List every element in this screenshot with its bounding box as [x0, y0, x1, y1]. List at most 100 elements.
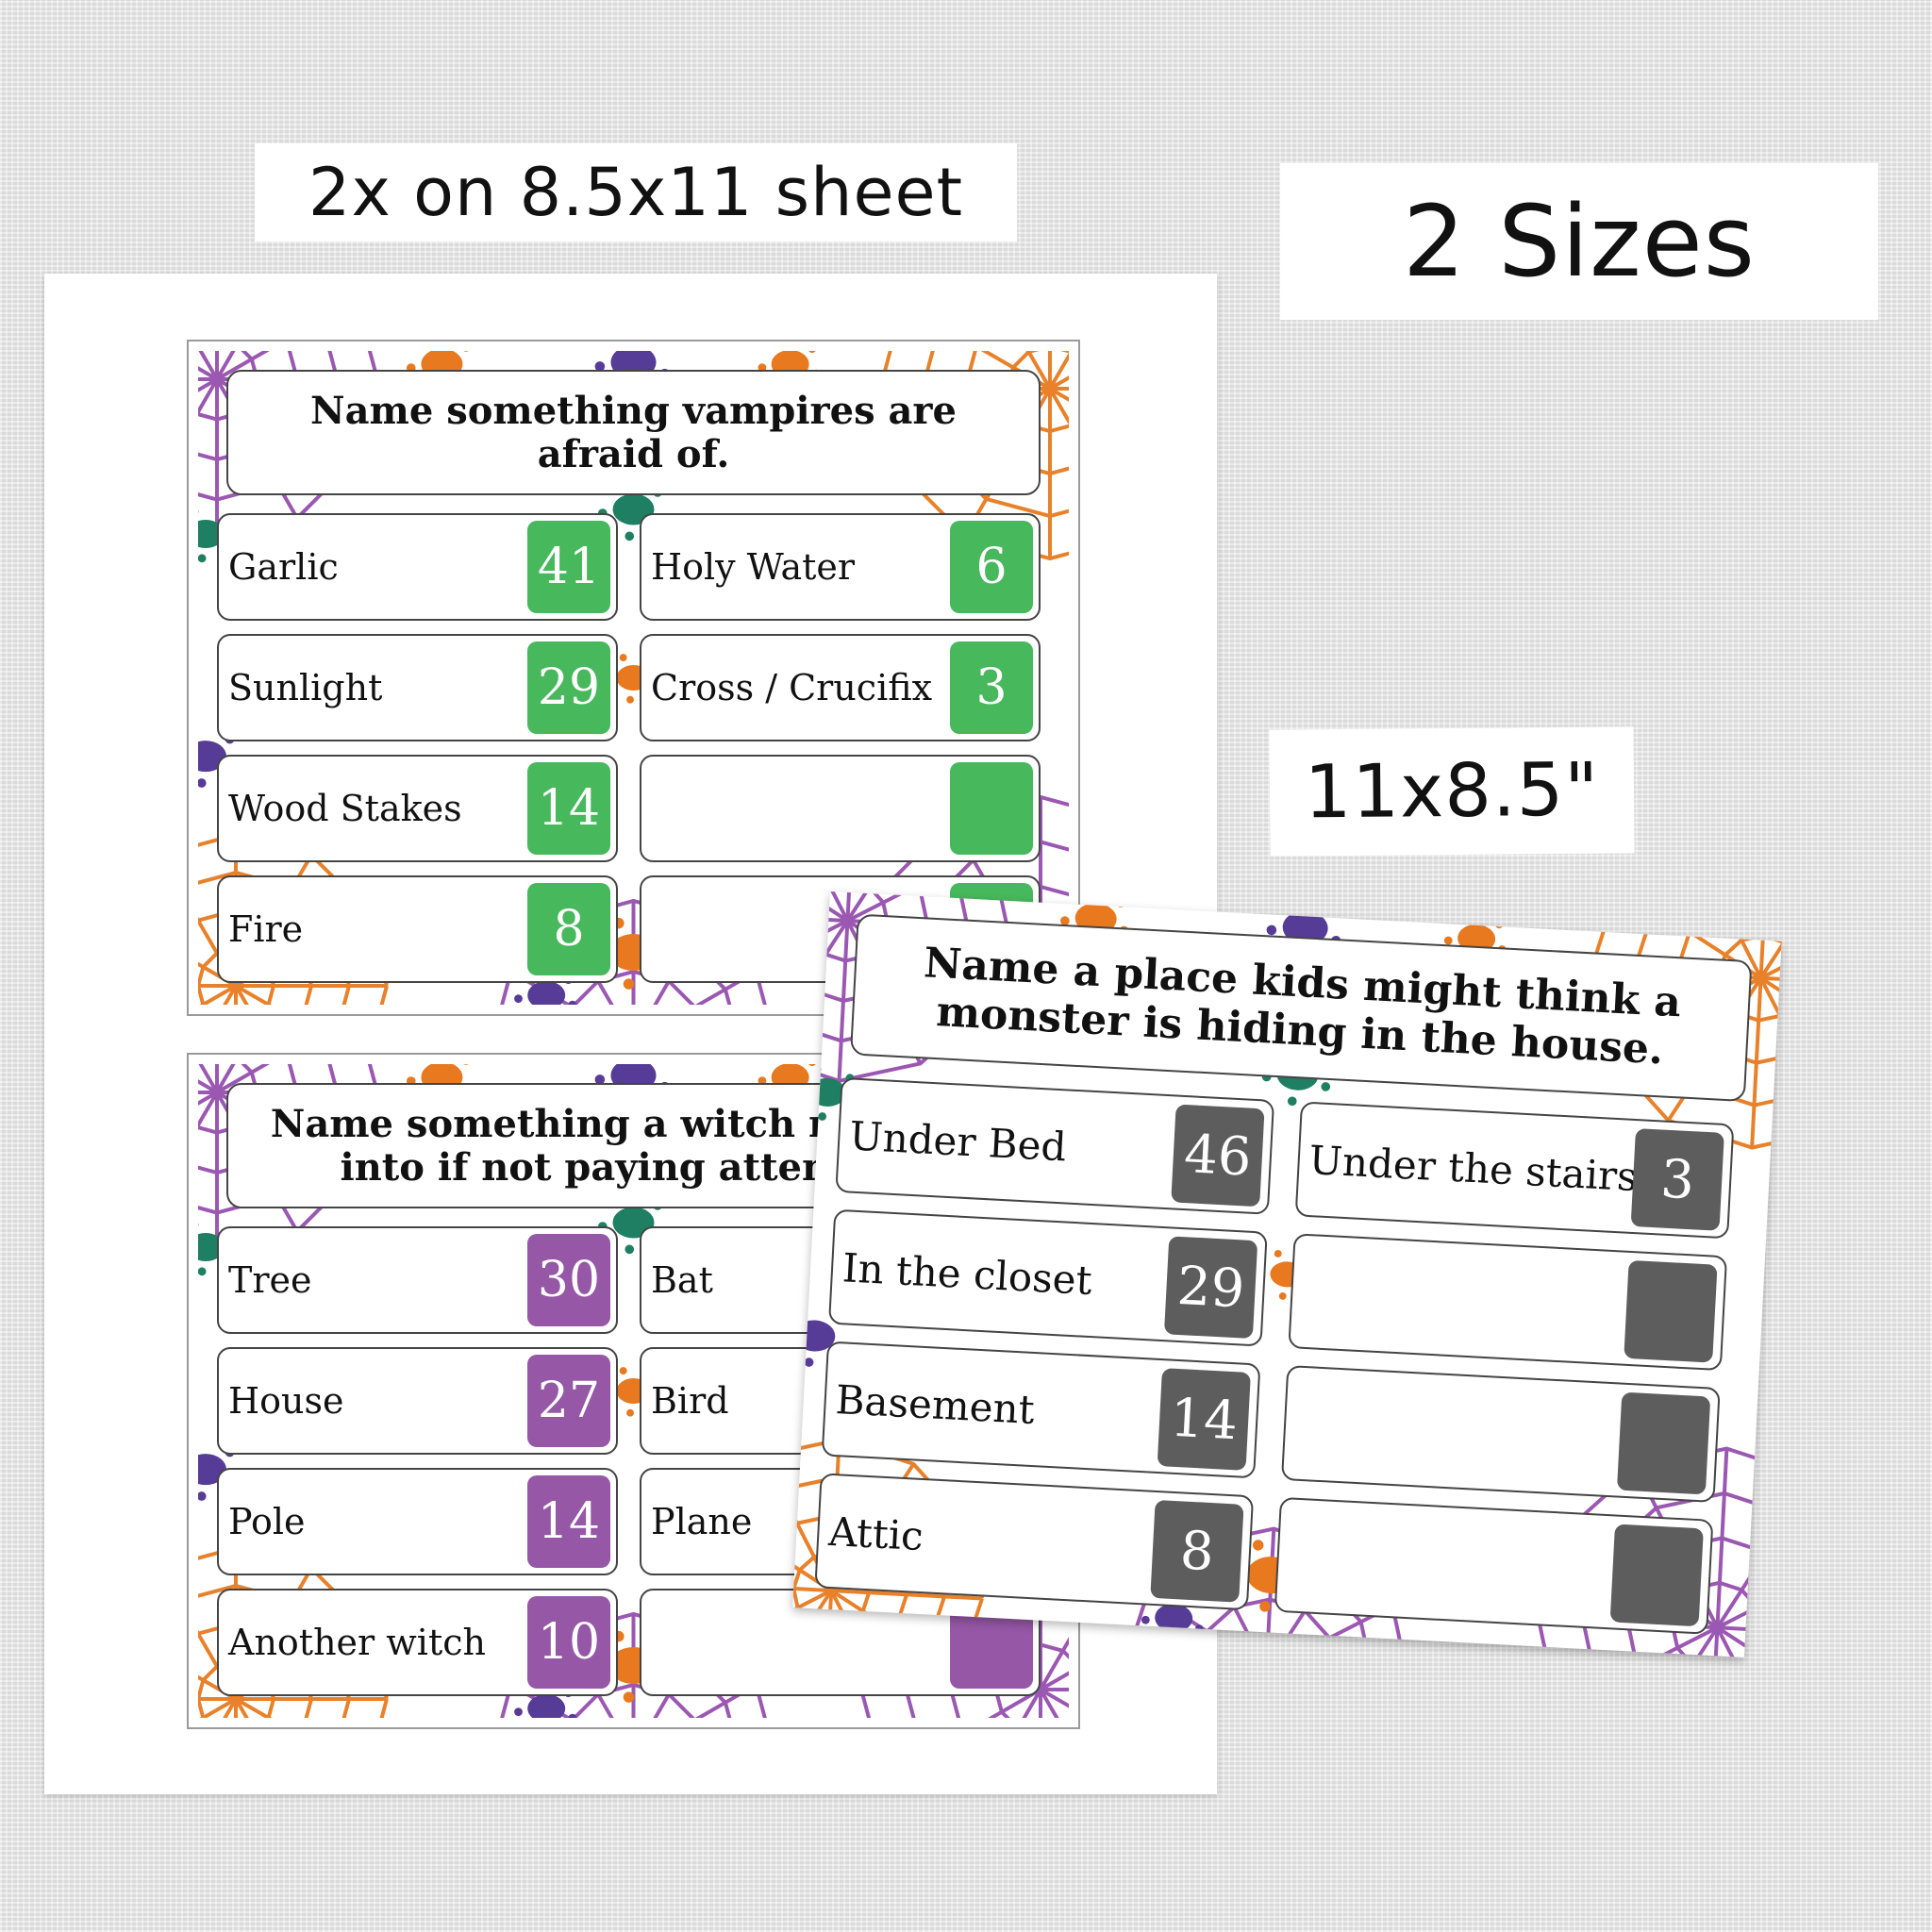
answer-text: In the closet — [841, 1243, 1093, 1304]
web-spoke — [198, 351, 219, 380]
paint-drop — [1259, 1601, 1271, 1612]
answer-score: 8 — [1150, 1499, 1244, 1603]
paint-drop — [1253, 1540, 1264, 1551]
web-spoke — [1039, 1688, 1069, 1708]
answer-score: 10 — [527, 1596, 610, 1689]
web-spoke — [1022, 1688, 1042, 1718]
web-spoke — [1618, 1626, 1720, 1657]
paint-drop — [568, 1000, 577, 1005]
sizes-heading: 2 Sizes — [1280, 163, 1878, 320]
web-spoke — [215, 351, 236, 380]
answer-text — [1292, 1368, 1298, 1479]
answer-text: Basement — [834, 1375, 1036, 1433]
web-spoke — [216, 351, 270, 381]
paint-drop — [1287, 1096, 1297, 1107]
web-spoke — [509, 1683, 573, 1718]
paint-drop — [804, 1357, 814, 1367]
answer-tile — [640, 755, 1041, 862]
question-card-monster-landscape: Name a place kids might think a monster … — [792, 891, 1782, 1657]
paint-drop — [1494, 920, 1504, 929]
web-spoke — [235, 1697, 273, 1718]
paint-drop — [619, 1367, 627, 1375]
answer-text: Under Bed — [848, 1111, 1068, 1170]
web-spoke — [1750, 977, 1763, 1148]
web-spoke — [694, 970, 758, 1005]
answer-score: 6 — [950, 521, 1033, 613]
web-spoke — [1715, 1475, 1782, 1629]
answer-tile: Holy Water 6 — [640, 513, 1041, 621]
answer-tile — [1281, 1365, 1721, 1503]
paint-drop — [623, 978, 635, 990]
answer-score: 29 — [527, 641, 610, 734]
answer-tile — [1288, 1233, 1728, 1372]
landscape-size-label: 11x8.5" — [1269, 726, 1635, 857]
answer-text: Garlic — [228, 546, 339, 588]
paint-splat — [527, 1694, 566, 1718]
card-question: Name something vampires are afraid of. — [226, 370, 1041, 495]
web-spoke — [1025, 351, 1052, 390]
paint-drop — [463, 351, 469, 352]
answer-score: 8 — [527, 883, 610, 975]
answer-text: Wood Stakes — [228, 788, 462, 829]
answer-tile: Garlic 41 — [217, 513, 618, 621]
paint-drop — [758, 1076, 767, 1086]
web-spoke — [1039, 1671, 1069, 1691]
paint-drop — [808, 351, 816, 353]
answer-text: Bird — [651, 1380, 729, 1422]
web-ring — [792, 1438, 984, 1657]
web-spoke — [199, 1697, 238, 1718]
paint-drop — [626, 695, 634, 704]
paint-drop — [619, 654, 627, 662]
answer-text: Holy Water — [651, 546, 856, 588]
answer-text: Plane — [651, 1501, 753, 1542]
web-spoke — [792, 1580, 832, 1593]
web-spoke — [1715, 1448, 1729, 1628]
paint-drop — [1461, 911, 1471, 920]
web-spoke — [509, 970, 573, 1005]
web-spoke — [1557, 1625, 1719, 1657]
answer-text — [1286, 1499, 1291, 1610]
answer-score — [1616, 1391, 1711, 1495]
paint-drop — [758, 363, 767, 373]
web-spoke — [198, 1064, 219, 1093]
answer-score: 3 — [1630, 1128, 1724, 1231]
paint-drop — [198, 778, 207, 788]
paint-drop — [1321, 1082, 1331, 1091]
paint-splat — [1155, 1604, 1193, 1633]
answer-text — [1299, 1236, 1305, 1347]
answer-text: Tree — [228, 1259, 312, 1301]
web-spoke — [694, 1683, 758, 1718]
answer-score: 27 — [527, 1355, 610, 1447]
web-spoke — [1048, 387, 1069, 425]
paint-drop — [198, 1491, 207, 1501]
paint-drop — [594, 1074, 606, 1085]
web-spoke — [235, 984, 273, 1005]
answer-score: 41 — [527, 521, 610, 613]
web-spoke — [198, 1091, 219, 1129]
web-spoke — [831, 1589, 983, 1601]
web-spoke — [792, 1589, 833, 1657]
paint-drop — [198, 1267, 207, 1276]
web-spoke — [1716, 1625, 1782, 1657]
answer-tile: House 27 — [217, 1347, 618, 1455]
web-spoke — [215, 1064, 236, 1093]
answer-score: 14 — [527, 1475, 610, 1568]
paint-drop — [818, 1112, 827, 1121]
answer-tile — [1274, 1496, 1714, 1635]
web-spoke — [1039, 1637, 1069, 1690]
web-spoke — [1758, 891, 1782, 979]
paint-drop — [1274, 1249, 1282, 1257]
paint-drop — [626, 1408, 634, 1417]
answer-text: House — [228, 1380, 344, 1422]
web-spoke — [792, 1507, 833, 1592]
paint-drop — [568, 1713, 577, 1718]
web-spoke — [845, 891, 858, 922]
paint-drop — [625, 1244, 635, 1255]
